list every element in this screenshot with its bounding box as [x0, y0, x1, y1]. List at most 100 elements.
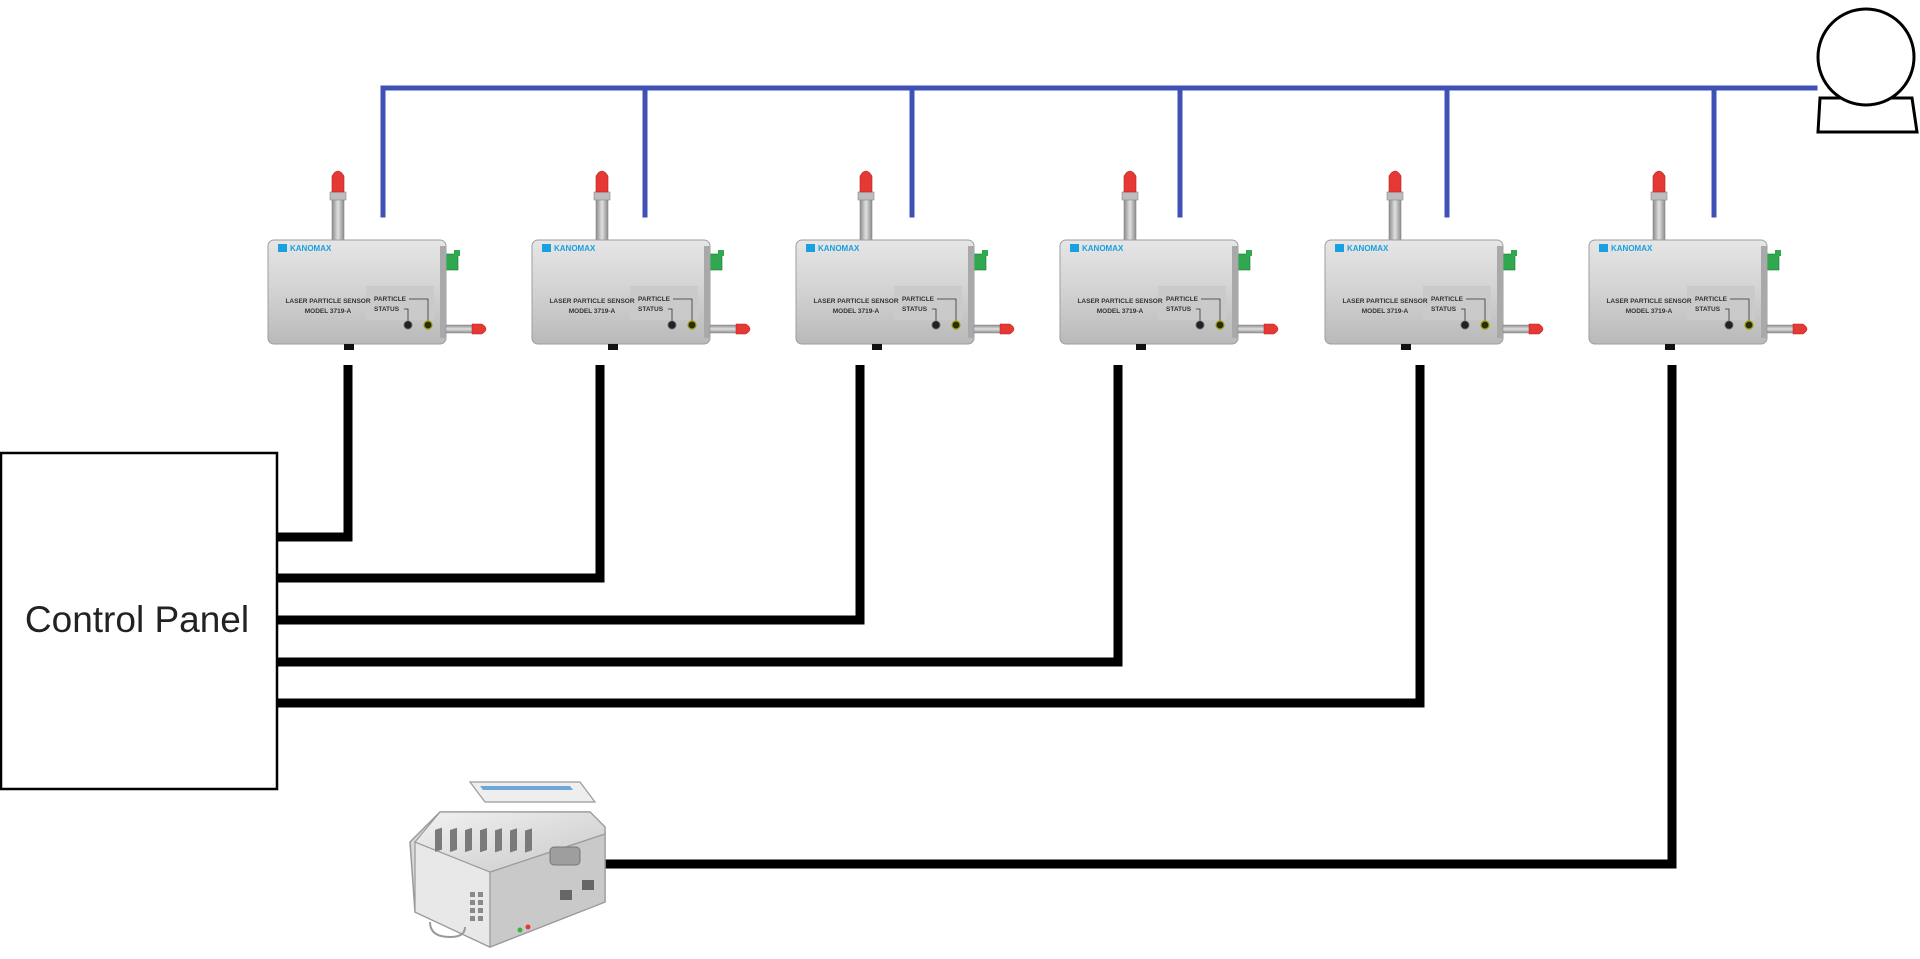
sensor-side [704, 246, 710, 338]
vacuum-manifold [380, 85, 1818, 218]
inlet-collar [857, 191, 875, 201]
particle-led [951, 320, 961, 330]
outlet-tube [1237, 324, 1267, 334]
connector-tab [718, 250, 724, 256]
sensor-title-line1: LASER PARTICLE SENSOR [1606, 298, 1691, 305]
signal-cable-3 [278, 365, 865, 625]
sensor-brand: KANOMAX [1082, 244, 1124, 253]
inlet-tube [1123, 197, 1137, 241]
particle-led [1480, 320, 1490, 330]
status-led [667, 320, 677, 330]
led-label-status: STATUS [374, 306, 400, 313]
sensor-title-line2: MODEL 3719-A [305, 308, 352, 315]
brand-logo [806, 244, 815, 252]
sensor-title-line1: LASER PARTICLE SENSOR [813, 298, 898, 305]
cable-boot [1136, 344, 1146, 350]
led-label-status: STATUS [1431, 306, 1457, 313]
led-panel [1687, 286, 1755, 320]
sensor-brand: KANOMAX [554, 244, 596, 253]
control-panel-box [0, 451, 279, 791]
status-leader [1725, 308, 1730, 322]
led-label-particle: PARTICLE [1166, 296, 1199, 303]
outlet-tip [735, 323, 751, 335]
sensor-title-line1: LASER PARTICLE SENSOR [285, 298, 370, 305]
led-label-particle: PARTICLE [638, 296, 671, 303]
vacuum-pump-icon [1816, 7, 1919, 134]
status-led [1460, 320, 1470, 330]
led-label-status: STATUS [1695, 306, 1721, 313]
status-leader [668, 308, 673, 322]
led-panel [894, 286, 962, 320]
sensor-side [1497, 246, 1503, 338]
outlet-tube [1502, 324, 1532, 334]
signal-cable-5 [278, 365, 1425, 708]
outlet-tip [471, 323, 487, 335]
connector-tab [1511, 250, 1517, 256]
inlet-tip [1652, 170, 1666, 193]
sensor-side [1761, 246, 1767, 338]
led-label-status: STATUS [902, 306, 928, 313]
led-label-status: STATUS [638, 306, 664, 313]
io-module-icon [409, 781, 606, 948]
sensor-title-line2: MODEL 3719-A [833, 308, 880, 315]
status-leader [404, 308, 409, 322]
status-led [1195, 320, 1205, 330]
sensor-title-line1: LASER PARTICLE SENSOR [1077, 298, 1162, 305]
sensor-side [968, 246, 974, 338]
sensor-brand: KANOMAX [818, 244, 860, 253]
led-panel [630, 286, 698, 320]
signal-cable-2 [278, 365, 605, 583]
status-led [1724, 320, 1734, 330]
laser-particle-sensor-icon: KANOMAX LASER PARTICLE SENSOR MODEL 3719-A… [795, 170, 1015, 350]
status-led [931, 320, 941, 330]
outlet-tube [973, 324, 1003, 334]
led-label-particle: PARTICLE [1431, 296, 1464, 303]
sensor-side [1232, 246, 1238, 338]
outlet-tip [1263, 323, 1279, 335]
cable-boot [1665, 344, 1675, 350]
outlet-tube [1766, 324, 1796, 334]
inlet-collar [329, 191, 347, 201]
sensor-array: KANOMAX LASER PARTICLE SENSOR MODEL 3719-A… [267, 170, 1808, 350]
brand-logo [542, 244, 551, 252]
signal-cable-1 [278, 365, 353, 542]
brand-logo [1599, 244, 1608, 252]
inlet-tip [1123, 170, 1137, 193]
led-label-particle: PARTICLE [902, 296, 935, 303]
signal-cable-6 [600, 365, 1677, 869]
particle-leader [673, 298, 693, 322]
inlet-collar [1386, 191, 1404, 201]
connector-tab [454, 250, 460, 256]
particle-led [1215, 320, 1225, 330]
led-panel [1158, 286, 1226, 320]
control-panel: Control Panel [0, 451, 279, 791]
particle-leader [937, 298, 957, 322]
inlet-tube [1652, 197, 1666, 241]
inlet-tip [331, 170, 345, 193]
inlet-tube [595, 197, 609, 241]
sensor-title-line1: LASER PARTICLE SENSOR [549, 298, 634, 305]
control-panel-label: Control Panel [25, 599, 249, 640]
brand-logo [278, 244, 287, 252]
sensor-title-line2: MODEL 3719-A [1362, 308, 1409, 315]
outlet-tube [709, 324, 739, 334]
led-label-particle: PARTICLE [374, 296, 407, 303]
sensor-title-line2: MODEL 3719-A [1097, 308, 1144, 315]
sensor-brand: KANOMAX [1347, 244, 1389, 253]
led-label-status: STATUS [1166, 306, 1192, 313]
status-leader [1196, 308, 1201, 322]
inlet-tip [1388, 170, 1402, 193]
connector-tab [1246, 250, 1252, 256]
brand-logo [1335, 244, 1344, 252]
particle-leader [409, 298, 429, 322]
inlet-collar [1650, 191, 1668, 201]
inlet-tip [595, 170, 609, 193]
led-panel [366, 286, 434, 320]
particle-led [687, 320, 697, 330]
inlet-tube [331, 197, 345, 241]
particle-led [1744, 320, 1754, 330]
cable-boot [872, 344, 882, 350]
